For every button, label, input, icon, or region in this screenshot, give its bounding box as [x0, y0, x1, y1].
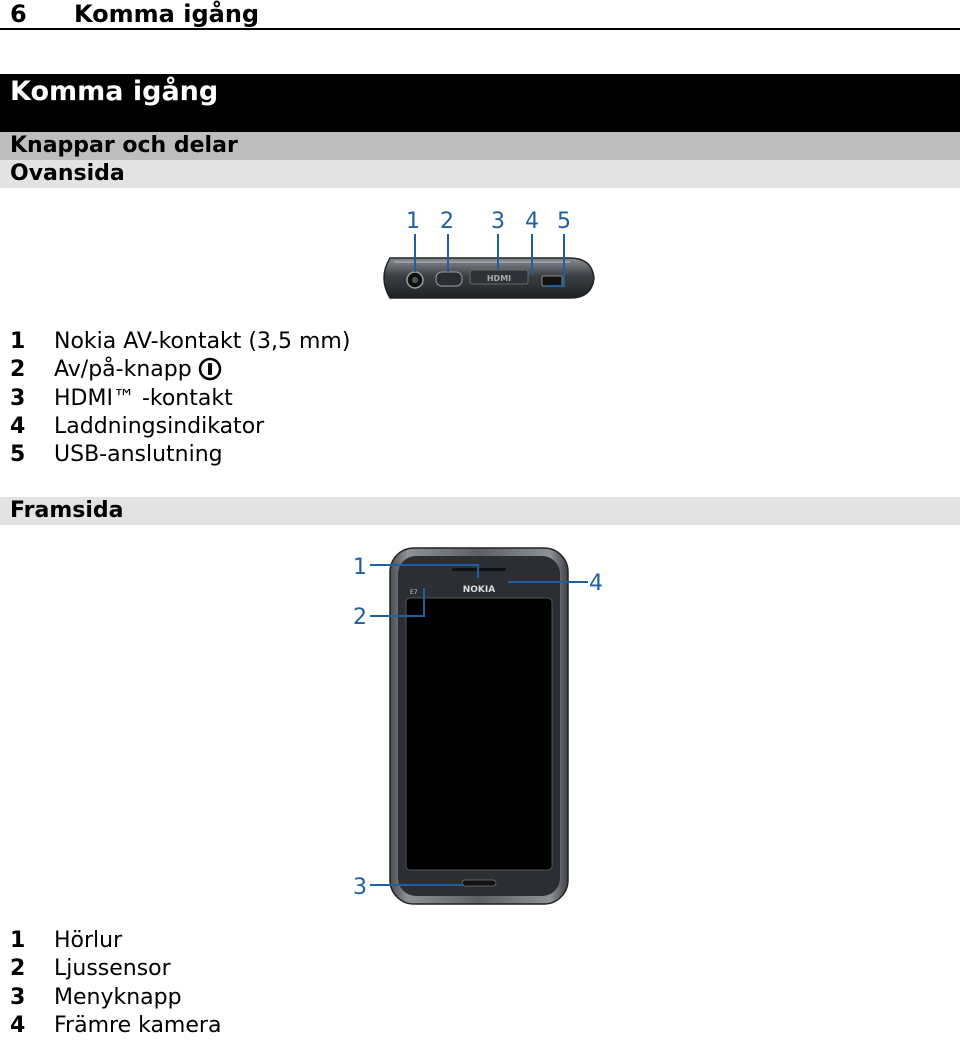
subsection-front-title: Framsida	[0, 497, 960, 525]
legend-label: Av/på-knapp	[54, 357, 192, 383]
power-button-shape	[435, 271, 463, 287]
model-label: E7	[410, 589, 418, 596]
legend-label: HDMI™ -kontakt	[54, 385, 233, 411]
running-header: 6 Komma igång	[0, 0, 960, 30]
front-callout-2: 2	[353, 605, 367, 630]
front-callout-1: 1	[353, 555, 367, 580]
top-view-illustration: HDMI 1 2 3 4 5	[383, 209, 595, 299]
legend-label: Ljussensor	[54, 956, 171, 982]
top-callout-2: 2	[440, 209, 454, 234]
top-callout-4: 4	[525, 209, 539, 234]
chapter-title: Komma igång	[0, 74, 960, 132]
legend-label: Nokia AV-kontakt (3,5 mm)	[54, 329, 351, 354]
section-title: Knappar och delar	[0, 132, 960, 160]
legend-label: USB-anslutning	[54, 442, 223, 468]
power-icon	[198, 358, 221, 381]
front-callout-4: 4	[589, 571, 603, 596]
top-callout-1: 1	[406, 209, 420, 234]
page-number: 6	[10, 0, 27, 28]
brand-logo: NOKIA	[463, 585, 496, 595]
legend-label: Hörlur	[54, 928, 123, 953]
legend-label: Laddningsindikator	[54, 413, 265, 439]
phone-screen	[405, 597, 553, 871]
top-callout-5: 5	[557, 209, 571, 234]
usb-port-shape	[541, 275, 563, 287]
legend-label: Främre kamera	[54, 1012, 222, 1038]
legend-label: Menyknapp	[54, 984, 182, 1010]
subsection-top-title: Ovansida	[0, 160, 960, 188]
running-title: Komma igång	[74, 0, 260, 28]
menu-key-shape	[461, 879, 497, 887]
front-view-illustration: NOKIA E7 1 2 3 4	[353, 547, 603, 905]
top-callout-3: 3	[491, 209, 505, 234]
front-callout-3: 3	[353, 875, 367, 900]
hdmi-port-label: HDMI	[487, 274, 511, 283]
